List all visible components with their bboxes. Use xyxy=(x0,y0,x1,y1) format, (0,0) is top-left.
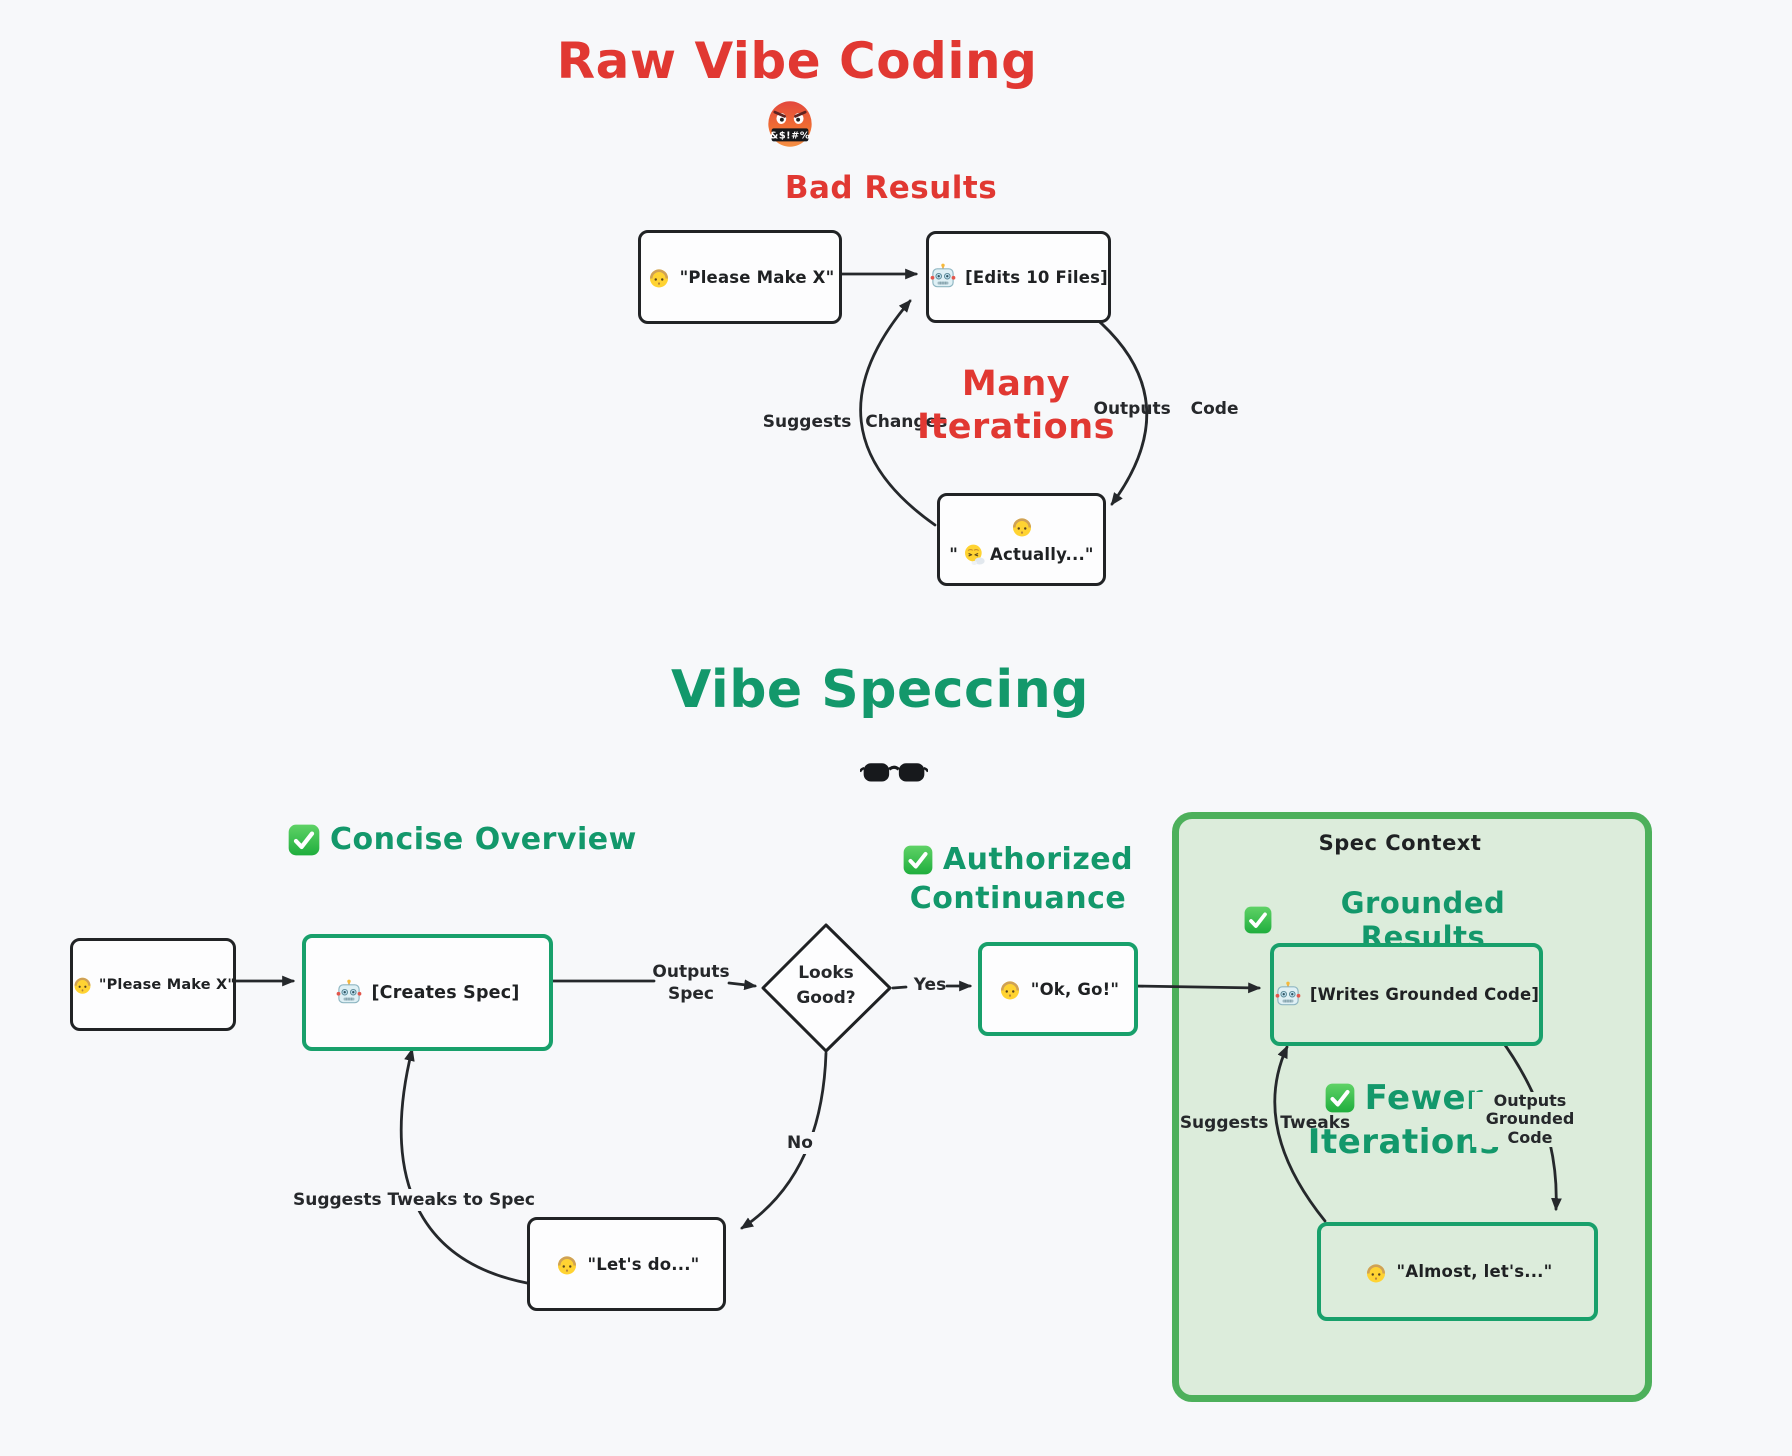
check-emoji xyxy=(288,824,320,856)
person-emoji xyxy=(1363,1259,1389,1285)
check-emoji xyxy=(1325,1083,1355,1113)
arc-tweaks-to-spec xyxy=(399,1047,529,1285)
person-emoji xyxy=(71,973,94,996)
node-spec-request-label: "Please Make X" xyxy=(98,976,236,993)
node-creates-spec-label: [Creates Spec] xyxy=(371,982,520,1003)
node-creates-spec: [Creates Spec] xyxy=(302,934,553,1051)
node-raw-agent-label: [Edits 10 Files] xyxy=(965,267,1108,287)
node-ok-go-label: "Ok, Go!" xyxy=(1030,979,1120,999)
label-no: No xyxy=(772,1132,828,1155)
exhaling-face-emoji xyxy=(962,542,986,566)
node-writes-grounded-code: [Writes Grounded Code] xyxy=(1270,943,1543,1046)
label-fewer-iterations: Fewer Iterations xyxy=(1284,1078,1524,1162)
node-almost-lets: "Almost, let's..." xyxy=(1317,1222,1598,1321)
benefit-authorized-continuance: Authorized Continuance xyxy=(867,842,1169,916)
node-raw-request-label: "Please Make X" xyxy=(679,267,835,287)
node-lets-do-label: "Let's do..." xyxy=(587,1254,700,1274)
label-many-iterations: Many Iterations xyxy=(896,363,1136,448)
label-suggests-changes: Suggests Changes xyxy=(762,412,948,432)
node-raw-agent: [Edits 10 Files] xyxy=(926,231,1111,323)
label-ogc-line1: Outputs xyxy=(1493,1091,1567,1110)
benefit-authorized-line1: Authorized xyxy=(942,842,1134,877)
node-spec-request: "Please Make X" xyxy=(70,938,236,1031)
spec-title: Vibe Speccing xyxy=(671,660,1089,720)
sunglasses-emoji xyxy=(860,758,928,788)
decision-label-line1: Looks xyxy=(798,963,854,983)
label-suggests-tweaks: Suggests Tweaks xyxy=(1179,1113,1351,1133)
node-raw-response-open-quote: " xyxy=(949,544,959,564)
label-fewer-line2: Iterations xyxy=(1307,1122,1501,1162)
label-outputs-spec-line1: Outputs xyxy=(652,962,730,982)
censored-text: &$!#% xyxy=(770,131,810,142)
decision-looks-good-label: Looks Good? xyxy=(776,961,876,1010)
node-lets-do: "Let's do..." xyxy=(527,1217,726,1311)
label-ogc-line2: Grounded xyxy=(1485,1109,1575,1129)
robot-emoji xyxy=(929,263,957,291)
node-almost-lets-label: "Almost, let's..." xyxy=(1396,1262,1553,1281)
check-emoji xyxy=(903,845,933,875)
label-outputs-grounded-code: Outputs Grounded Code xyxy=(1472,1091,1588,1148)
raw-title: Raw Vibe Coding xyxy=(556,32,1038,90)
label-many-iterations-line2: Iterations xyxy=(917,406,1115,447)
robot-emoji xyxy=(335,979,363,1007)
check-emoji xyxy=(1244,906,1272,934)
node-raw-response-label: Actually..." xyxy=(990,544,1094,564)
benefit-concise-overview-label: Concise Overview xyxy=(330,822,637,857)
benefit-authorized-line2: Continuance xyxy=(909,881,1127,916)
node-writes-grounded-code-label: [Writes Grounded Code] xyxy=(1309,985,1540,1004)
raw-subtitle: Bad Results xyxy=(784,170,998,206)
person-emoji xyxy=(997,976,1023,1002)
node-raw-request: "Please Make X" xyxy=(638,230,842,324)
label-fewer-line1: Fewer xyxy=(1364,1078,1484,1118)
label-ogc-line3: Code xyxy=(1507,1127,1553,1147)
node-ok-go: "Ok, Go!" xyxy=(978,942,1138,1036)
label-yes: Yes xyxy=(913,975,947,995)
person-emoji xyxy=(646,264,672,290)
robot-emoji xyxy=(1274,981,1302,1009)
label-outputs-code: Outputs Code xyxy=(1093,399,1239,419)
decision-label-line2: Good? xyxy=(796,987,856,1008)
label-outputs-spec: Outputs Spec xyxy=(641,961,741,1006)
node-raw-response: " Actually..." xyxy=(937,493,1106,586)
spec-panel-title: Spec Context xyxy=(1318,831,1482,855)
person-emoji xyxy=(554,1251,580,1277)
label-suggests-tweaks-to-spec: Suggests Tweaks to Spec xyxy=(283,1189,545,1212)
cursing-face-emoji: &$!#% xyxy=(768,101,812,147)
label-many-iterations-line1: Many xyxy=(961,364,1071,404)
benefit-concise-overview: Concise Overview xyxy=(288,822,637,857)
person-emoji xyxy=(1009,513,1035,539)
label-outputs-spec-line2: Spec xyxy=(667,984,715,1005)
